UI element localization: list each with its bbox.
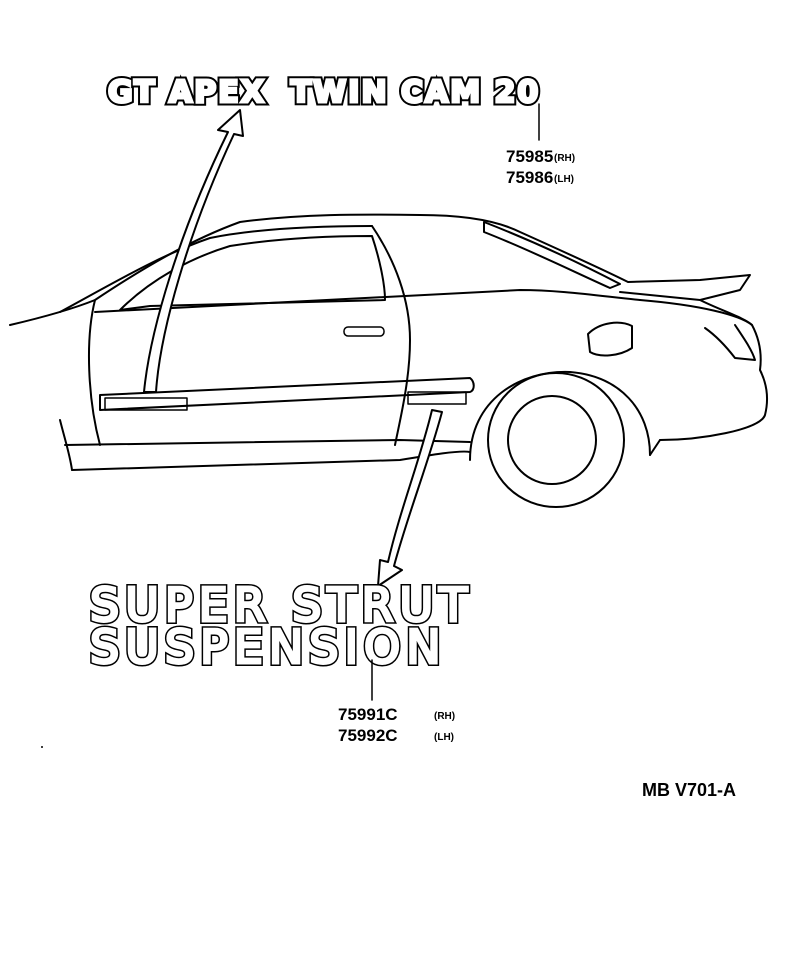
rear-tire — [487, 372, 625, 508]
top-lh-side-label: (LH) — [554, 174, 574, 185]
rocker-upper — [64, 439, 471, 446]
bottom-lh-side-label: (LH) — [434, 732, 454, 743]
door-window — [119, 235, 386, 311]
side-molding — [99, 377, 475, 411]
shoulder-line — [94, 289, 641, 313]
tail-light-top — [699, 299, 753, 326]
fuel-door — [587, 321, 633, 357]
top-lh-part-number: 75986 — [506, 168, 553, 187]
bottom-rh-side-label: (RH) — [434, 711, 455, 722]
top-rh-side-label: (RH) — [554, 153, 575, 164]
bottom-rh-part-number: 75991C — [338, 705, 398, 724]
bottom-emblem-line2-inner: SUSPENSION — [90, 620, 447, 674]
bottom-lh-part-number: 75992C — [338, 726, 398, 745]
bottom-emblem: SUPER STRUT SUPER STRUT SUSPENSION SUSPE… — [87, 575, 473, 677]
top-emblem-text: GT APEX TWIN CAM 20 — [108, 75, 540, 110]
bottom-emblem-line2: SUSPENSION — [90, 620, 447, 674]
down-arrow — [377, 409, 443, 587]
bottom-part-numbers: 75991C (RH) 75992C (LH) — [338, 705, 455, 745]
rocker-panel — [71, 450, 471, 471]
top-emblem: GT APEX TWIN CAM 20 GT APEX TWIN CAM 20 — [105, 72, 542, 114]
wheel-arch-end — [649, 439, 661, 456]
wheel-arch — [469, 370, 651, 461]
up-arrow — [143, 109, 244, 393]
door-front-edge — [88, 299, 101, 446]
rear-wheel-rim — [507, 395, 597, 485]
top-emblem-text-inner: GT APEX TWIN CAM 20 — [108, 75, 540, 110]
bottom-emblem-line1-inner: SUPER STRUT — [90, 578, 473, 632]
rear-body — [639, 299, 769, 441]
window-top-line — [59, 225, 373, 313]
top-part-numbers: 75985 (RH) 75986 (LH) — [506, 147, 575, 187]
bottom-emblem-line1: SUPER STRUT — [90, 578, 473, 632]
door-handle — [343, 326, 385, 337]
car-outline — [9, 213, 769, 508]
tail-light — [704, 324, 756, 361]
front-bumper-edge — [59, 419, 73, 471]
rear-quarter-window — [483, 221, 621, 289]
top-emblem-location — [104, 397, 188, 411]
top-rh-part-number: 75985 — [506, 147, 553, 166]
diagram-code: MB V701-A — [642, 780, 736, 800]
stray-dot — [41, 746, 43, 748]
bottom-emblem-location — [407, 391, 467, 405]
door-rear-edge — [371, 225, 411, 446]
